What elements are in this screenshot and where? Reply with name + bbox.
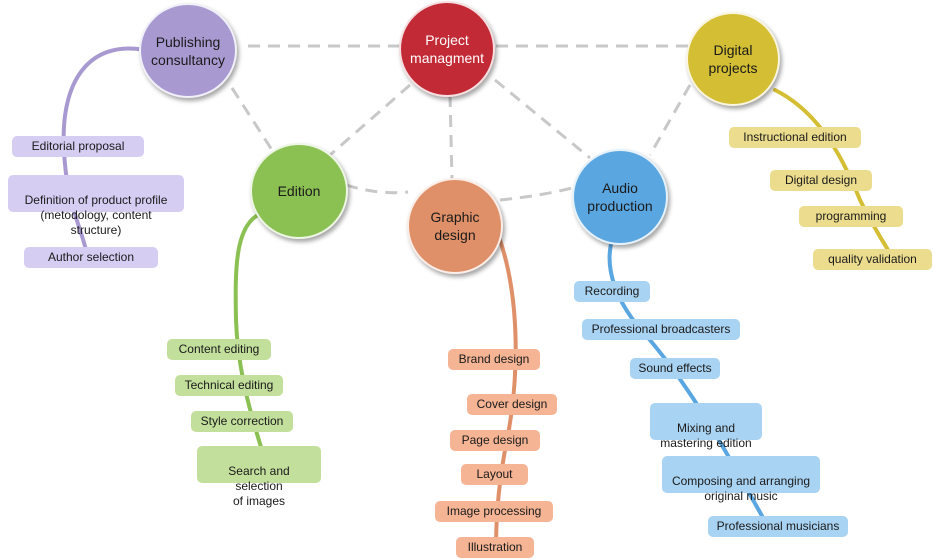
- node-project-management-label: Project managment: [410, 32, 484, 66]
- node-audio-production[interactable]: Audio production: [572, 149, 668, 245]
- leaf-illustration[interactable]: Illustration: [456, 537, 534, 558]
- node-publishing-consultancy-label: Publishing consultancy: [151, 33, 225, 68]
- link-project-edition: [329, 83, 411, 157]
- node-edition-label: Edition: [277, 183, 321, 199]
- leaf-content-editing[interactable]: Content editing: [167, 339, 271, 360]
- leaf-professional-broadcasters[interactable]: Professional broadcasters: [582, 319, 740, 340]
- leaf-editorial-proposal[interactable]: Editorial proposal: [12, 136, 144, 157]
- node-edition[interactable]: Edition: [250, 143, 348, 239]
- leaf-mixing-mastering[interactable]: Mixing and mastering edition: [650, 403, 762, 450]
- leaf-image-processing[interactable]: Image processing: [435, 501, 553, 522]
- leaf-composing-arranging[interactable]: Composing and arranging original music: [662, 456, 820, 503]
- link-project-audio: [494, 78, 591, 160]
- link-graphic-audio: [499, 186, 573, 202]
- link-edition-graphic: [345, 183, 409, 195]
- node-project-management[interactable]: Project managment: [399, 1, 495, 97]
- leaf-technical-editing[interactable]: Technical editing: [175, 375, 283, 396]
- leaf-programming[interactable]: programming: [799, 206, 903, 227]
- leaf-author-selection[interactable]: Author selection: [24, 247, 158, 268]
- leaf-instructional-edition[interactable]: Instructional edition: [729, 127, 861, 148]
- leaf-layout[interactable]: Layout: [461, 464, 528, 485]
- node-digital-projects-label: Digital projects: [708, 42, 758, 76]
- leaf-quality-validation[interactable]: quality validation: [813, 249, 932, 270]
- leaf-style-correction[interactable]: Style correction: [191, 411, 293, 432]
- leaf-professional-musicians[interactable]: Professional musicians: [708, 516, 848, 537]
- leaf-sound-effects[interactable]: Sound effects: [630, 358, 720, 379]
- leaf-product-profile[interactable]: Definition of product profile (metodolog…: [8, 175, 184, 237]
- leaf-page-design[interactable]: Page design: [450, 430, 540, 451]
- link-publishing-edition: [230, 87, 274, 151]
- node-publishing-consultancy[interactable]: Publishing consultancy: [139, 3, 237, 98]
- leaf-cover-design[interactable]: Cover design: [467, 394, 557, 415]
- node-graphic-design[interactable]: Graphic design: [407, 178, 503, 274]
- leaf-digital-design[interactable]: Digital design: [770, 170, 872, 191]
- node-digital-projects[interactable]: Digital projects: [686, 12, 780, 106]
- node-audio-production-label: Audio production: [587, 180, 653, 214]
- link-project-graphic: [448, 94, 454, 181]
- node-graphic-design-label: Graphic design: [430, 209, 480, 243]
- leaf-recording[interactable]: Recording: [574, 281, 650, 302]
- leaf-search-images[interactable]: Search and selection of images: [197, 446, 321, 508]
- link-digital-audio: [648, 84, 692, 156]
- leaf-brand-design[interactable]: Brand design: [448, 349, 540, 370]
- branch-edition: [233, 213, 270, 472]
